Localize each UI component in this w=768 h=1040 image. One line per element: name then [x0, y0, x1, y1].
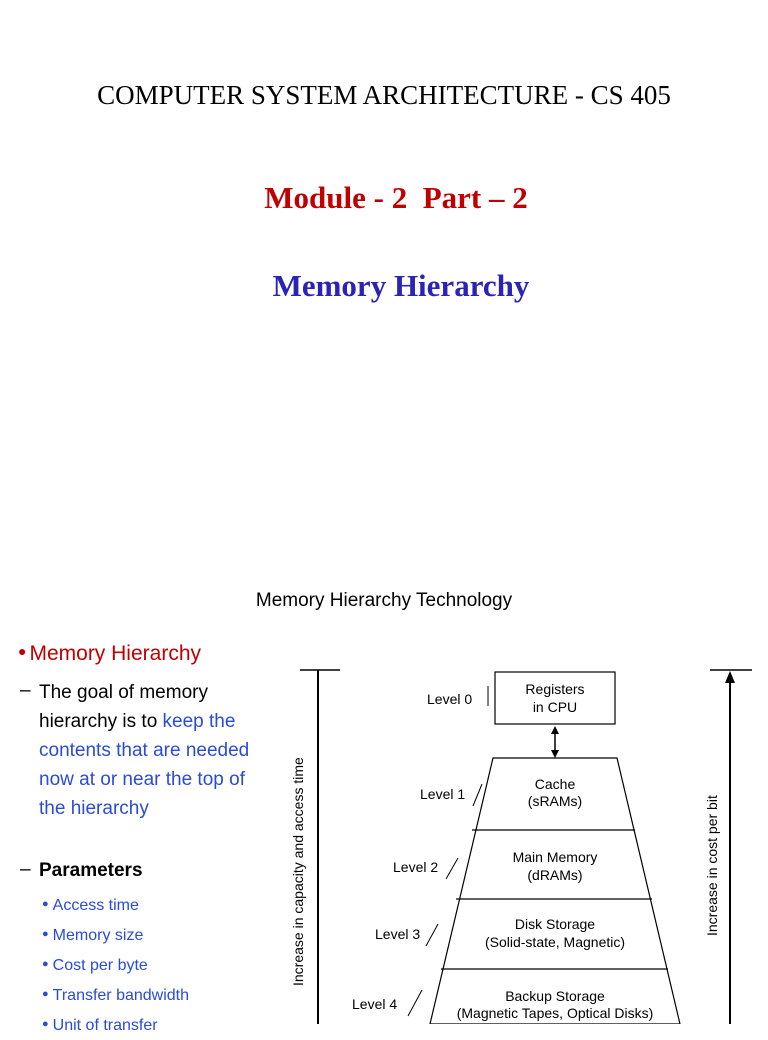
level4-tick	[407, 989, 423, 1017]
list-item: ●Transfer bandwidth	[42, 987, 190, 1004]
slide-title: Memory Hierarchy Technology	[255, 590, 513, 611]
level2-label: Level 2	[393, 859, 438, 875]
bullet-dot-icon: ●	[18, 643, 27, 659]
goal-highlight: keep the contents that are needed now at…	[39, 711, 250, 819]
bullet-dot-icon: ●	[42, 988, 49, 1000]
bullet-dot-icon: ●	[42, 898, 49, 910]
level0-line2: in CPU	[533, 699, 577, 715]
memory-hierarchy-diagram: Increase in capacity and access time Inc…	[290, 669, 752, 1024]
level1-tick	[472, 783, 483, 807]
bullet-heading-text: Memory Hierarchy	[29, 642, 201, 665]
pyramid-outline	[429, 757, 681, 1024]
topic-title: Memory Hierarchy	[272, 268, 530, 303]
level4-label: Level 4	[352, 996, 397, 1012]
bullet-dot-icon: ●	[42, 928, 49, 940]
level0-box	[494, 671, 616, 725]
level3-label: Level 3	[375, 926, 420, 942]
bullet-dot-icon: ●	[42, 958, 49, 970]
dash-icon: –	[20, 680, 31, 701]
list-item: ●Access time	[42, 897, 139, 914]
dash-icon: –	[20, 859, 31, 880]
right-axis-label: Increase in cost per bit	[704, 795, 720, 936]
title-slide: COMPUTER SYSTEM ARCHITECTURE - CS 405 Mo…	[97, 80, 671, 303]
level3-line2: (Solid-state, Magnetic)	[485, 934, 625, 950]
parameters-label: Parameters	[39, 860, 143, 881]
bullet-heading: ●Memory Hierarchy	[18, 642, 201, 666]
level4-line1: Backup Storage	[505, 988, 605, 1004]
level0-label: Level 0	[427, 691, 472, 707]
content-slide: Memory Hierarchy Technology ●Memory Hier…	[0, 576, 768, 1034]
right-axis-arrow-icon	[725, 671, 735, 683]
level3-line1: Disk Storage	[515, 916, 595, 932]
level1-label: Level 1	[420, 786, 465, 802]
course-title: COMPUTER SYSTEM ARCHITECTURE - CS 405	[97, 80, 671, 110]
list-item: ●Memory size	[42, 927, 144, 944]
level2-tick	[445, 857, 459, 880]
bullet-dot-icon: ●	[42, 1018, 49, 1030]
level2-line1: Main Memory	[513, 849, 598, 865]
goal-text: The goal of memory hierarchy is to keep …	[39, 678, 269, 823]
level4-line2: (Magnetic Tapes, Optical Disks)	[457, 1005, 654, 1021]
arrow-up-icon	[551, 726, 559, 734]
level3-tick	[425, 923, 439, 947]
parameters-list: ●Access time ●Memory size ●Cost per byte…	[42, 890, 189, 1040]
goal-prefix: The goal of memory hierarchy is to	[39, 682, 208, 732]
list-item: ●Unit of transfer	[42, 1017, 158, 1034]
level2-line2: (dRAMs)	[527, 867, 582, 883]
arrow-down-icon	[551, 750, 559, 758]
left-axis-label: Increase in capacity and access time	[290, 757, 306, 986]
level1-line2: (sRAMs)	[528, 793, 582, 809]
list-item: ●Cost per byte	[42, 957, 148, 974]
level1-line1: Cache	[535, 776, 576, 792]
module-title: Module - 2 Part – 2	[264, 180, 528, 215]
level0-line1: Registers	[525, 681, 584, 697]
